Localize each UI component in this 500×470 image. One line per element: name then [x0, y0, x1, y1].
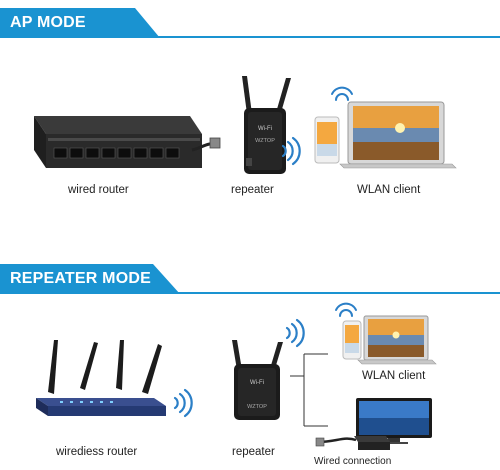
wifi-signal-icon — [285, 318, 305, 348]
wired-connection-label: Wired connection — [314, 456, 392, 467]
tv-monitor-icon — [356, 398, 432, 444]
banner-shape — [0, 8, 160, 38]
repeater-wifi-text: Wi-Fi — [258, 126, 272, 132]
phone-icon — [314, 116, 340, 164]
wireless-router-image — [36, 340, 166, 416]
repeater-mode-divider — [0, 292, 500, 294]
repeater-brand-text: WZTOP — [255, 138, 275, 144]
laptop-icon — [357, 315, 437, 365]
wifi-signal-icon — [331, 86, 353, 101]
repeater-image-ap: Wi-Fi WZTOP — [242, 76, 291, 174]
repeater-mode-banner: REPEATER MODE — [0, 264, 180, 294]
wired-router-image — [34, 116, 221, 168]
wired-router-label: wired router — [68, 184, 129, 196]
phone-icon — [342, 320, 362, 360]
laptop-icon — [339, 101, 457, 169]
wireless-router-label: wirediess router — [56, 446, 138, 458]
ap-mode-banner: AP MODE — [0, 8, 160, 38]
wlan-client-label-ap: WLAN client — [357, 184, 421, 196]
ap-mode-divider — [0, 36, 500, 38]
wifi-signal-icon — [335, 302, 357, 317]
wifi-signal-icon — [281, 136, 301, 166]
repeater-mode-title: REPEATER MODE — [10, 270, 151, 287]
repeater-label-ap: repeater — [231, 184, 274, 196]
wifi-signal-icon — [173, 388, 193, 418]
repeater-wifi-text: Wi-Fi — [250, 380, 264, 386]
banner-shape — [0, 264, 180, 294]
connection-lines — [290, 353, 328, 427]
ap-mode-title: AP MODE — [10, 14, 86, 31]
ethernet-cable-icon — [315, 436, 390, 450]
wlan-client-label-repeater-mode: WLAN client — [362, 370, 426, 382]
repeater-label-repeater-mode: repeater — [232, 446, 275, 458]
repeater-brand-text: WZTOP — [247, 404, 267, 410]
repeater-image-repeater-mode: Wi-Fi WZTOP — [232, 340, 283, 420]
